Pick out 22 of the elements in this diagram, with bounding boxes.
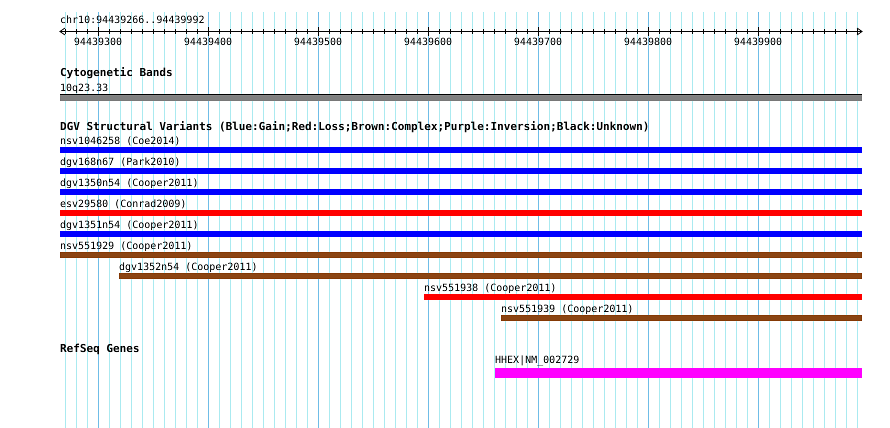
variant-label: esv29580 (Conrad2009) — [60, 199, 186, 210]
track-title: Cytogenetic Bands — [60, 67, 173, 78]
tick-label: 94439500 — [294, 37, 342, 48]
tick-label: 94439700 — [514, 37, 562, 48]
variant-label: nsv551929 (Cooper2011) — [60, 241, 192, 252]
tick-label: 94439400 — [184, 37, 232, 48]
variant-label: nsv551939 (Cooper2011) — [501, 304, 634, 315]
variant-label: dgv1352n54 (Cooper2011) — [119, 262, 258, 273]
variant-label: dgv168n67 (Park2010) — [60, 157, 180, 168]
variant-label: nsv1046258 (Coe2014) — [60, 136, 180, 147]
tick-label: 94439600 — [404, 37, 452, 48]
track-title: DGV Structural Variants (Blue:Gain;Red:Loss;Brown:Complex;Purple:Inversion;Black:Unknown) — [60, 121, 650, 132]
gene-label: HHEX|NM_002729 — [495, 355, 580, 366]
cytoband-label: 10q23.33 — [60, 83, 108, 94]
variant-label: dgv1350n54 (Cooper2011) — [60, 178, 198, 189]
variant-label: dgv1351n54 (Cooper2011) — [60, 220, 198, 231]
tick-label: 94439800 — [624, 37, 672, 48]
track-title: RefSeq Genes — [60, 343, 140, 354]
variant-label: nsv551938 (Cooper2011) — [424, 283, 556, 294]
tick-label: 94439300 — [74, 37, 122, 48]
tick-label: 94439900 — [734, 37, 782, 48]
location-label: chr10:94439266..94439992 — [60, 15, 204, 26]
